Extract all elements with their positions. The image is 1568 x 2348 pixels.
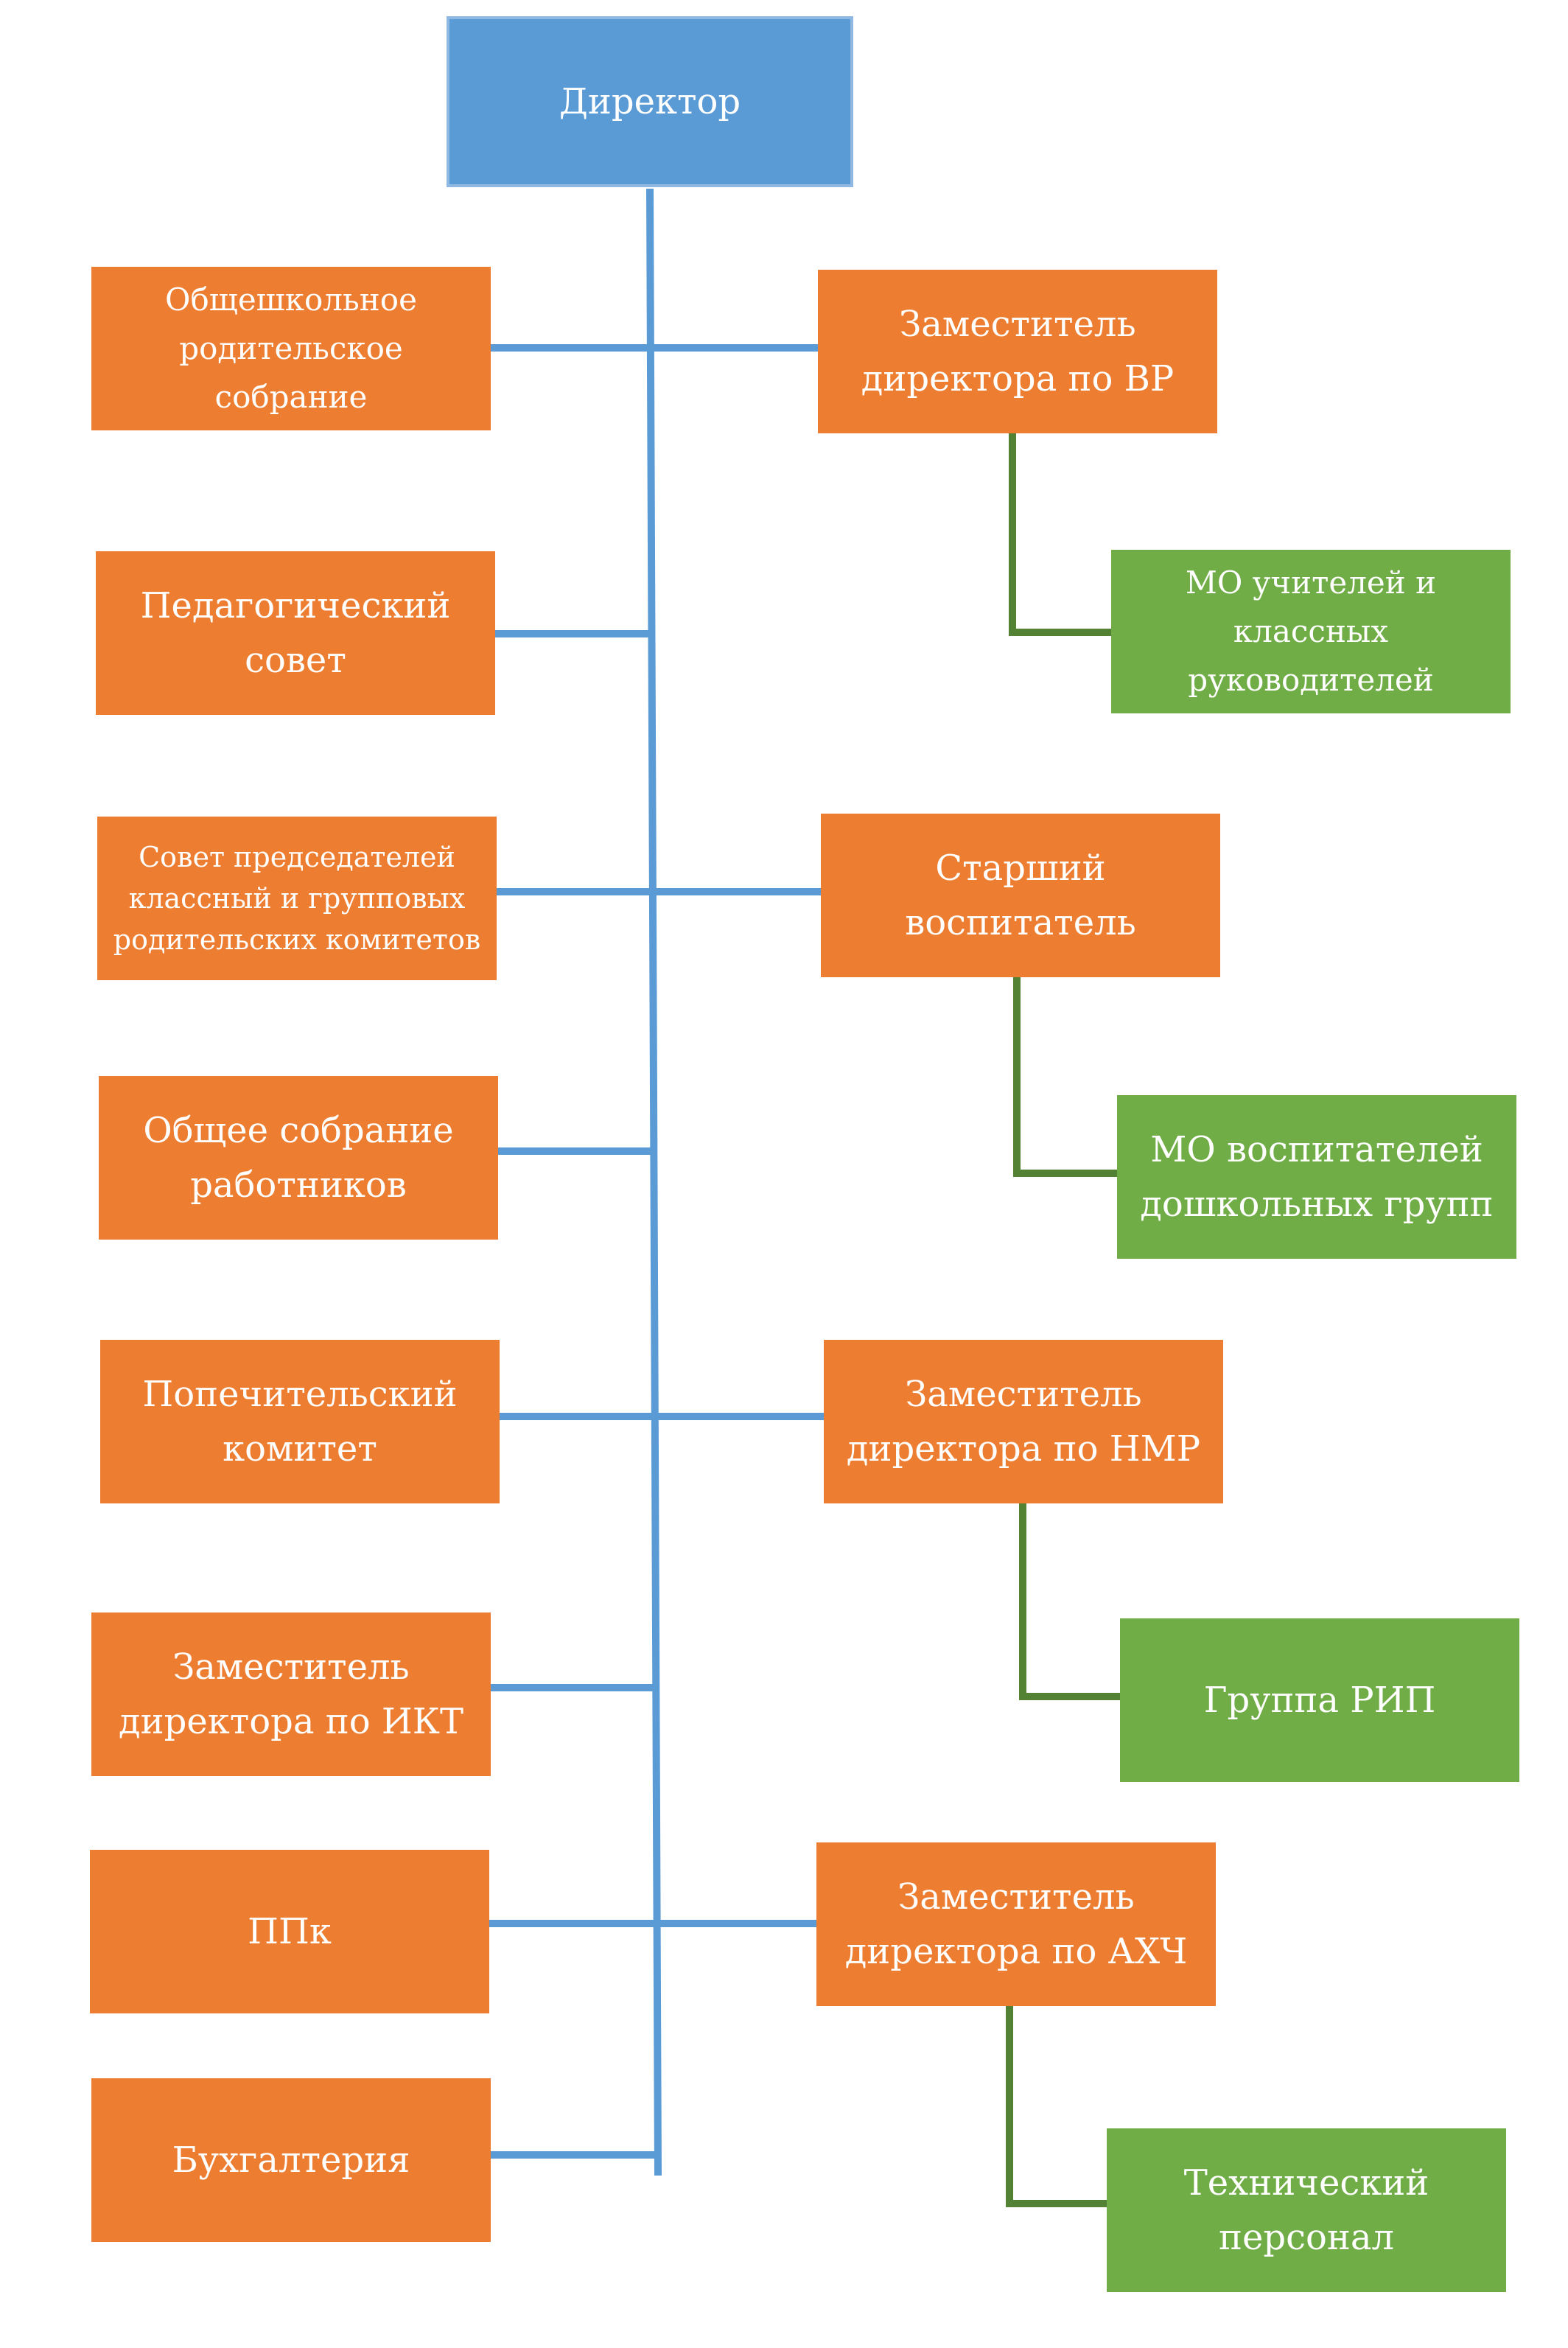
unit-label: Заместитель директора по ИКТ xyxy=(119,1646,463,1742)
unit-label: Бухгалтерия xyxy=(172,2139,410,2181)
unit-senior-educator: Старший воспитатель xyxy=(821,814,1220,977)
unit-pedagogical-council: Педагогический совет xyxy=(96,551,495,715)
unit-deputy-vr: Заместитель директора по ВР xyxy=(818,270,1217,433)
unit-parent-committees-council: Совет председателей классный и групповых… xyxy=(97,817,497,980)
unit-deputy-ahch: Заместитель директора по АХЧ xyxy=(816,1842,1216,2006)
unit-label: ППк xyxy=(248,1911,332,1952)
director-box: Директор xyxy=(447,16,853,187)
sub-line-1 xyxy=(1009,433,1111,636)
unit-accounting: Бухгалтерия xyxy=(91,2078,491,2242)
subunit-rip-group: Группа РИП xyxy=(1120,1618,1519,1782)
unit-label: Общее собрание работников xyxy=(143,1110,454,1206)
subunit-educators-mo: МО воспитателей дошкольных групп xyxy=(1117,1095,1516,1259)
unit-label: Совет председателей классный и групповых… xyxy=(113,841,481,956)
unit-parent-assembly: Общешкольное родительское собрание xyxy=(91,267,491,430)
sub-line-3 xyxy=(1019,1499,1120,1700)
subunit-label: МО воспитателей дошкольных групп xyxy=(1140,1129,1494,1225)
director-label: Директор xyxy=(559,81,741,122)
unit-label: Общешкольное родительское собрание xyxy=(165,282,417,415)
trunk-line xyxy=(646,188,662,2176)
unit-label: Заместитель директора по АХЧ xyxy=(844,1876,1188,1972)
unit-label: Заместитель директора по ВР xyxy=(861,304,1175,399)
unit-board-of-trustees: Попечительский комитет xyxy=(100,1340,500,1503)
unit-deputy-ict: Заместитель директора по ИКТ xyxy=(91,1612,491,1776)
subunit-teachers-mo: МО учителей и классных руководителей xyxy=(1111,550,1511,713)
subunit-technical-staff: Технический персонал xyxy=(1107,2128,1506,2292)
sub-line-2 xyxy=(1013,974,1117,1177)
unit-staff-assembly: Общее собрание работников xyxy=(99,1076,498,1240)
unit-label: Попечительский комитет xyxy=(142,1374,458,1470)
subunit-label: Группа РИП xyxy=(1203,1680,1436,1721)
unit-label: Заместитель директора по НМР xyxy=(846,1374,1201,1470)
unit-deputy-nmr: Заместитель директора по НМР xyxy=(824,1340,1223,1503)
unit-label: Старший воспитатель xyxy=(905,848,1136,943)
unit-label: Педагогический совет xyxy=(140,585,451,681)
subunit-label: Технический персонал xyxy=(1183,2162,1429,2258)
unit-ppk: ППк xyxy=(90,1850,489,2013)
subunit-label: МО учителей и классных руководителей xyxy=(1185,565,1437,698)
sub-line-4 xyxy=(1006,2005,1107,2207)
